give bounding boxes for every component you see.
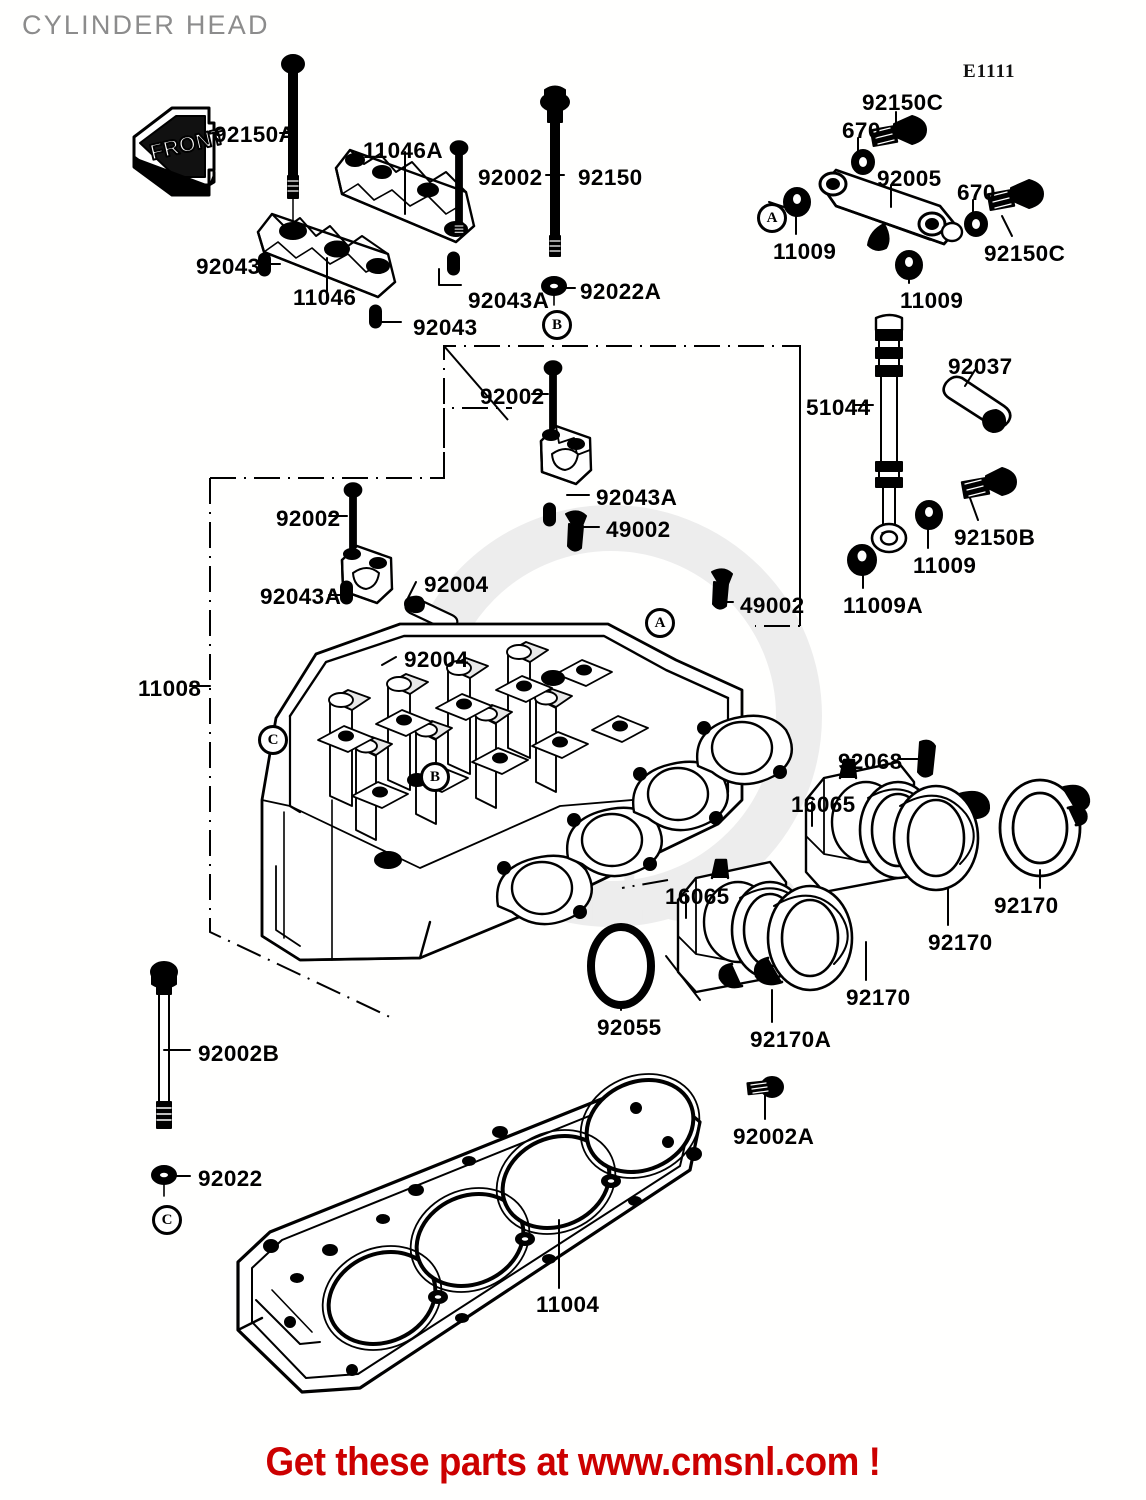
part-92037-clamp (942, 375, 1012, 433)
part-number-label: 92170 (846, 985, 911, 1010)
leader-lines (163, 111, 1041, 1289)
footer-promo-text: Get these parts at www.cmsnl.com ! (265, 1440, 881, 1484)
part-number-label: 92002B (198, 1041, 280, 1066)
part-92150C-bolt-2 (986, 179, 1044, 211)
part-51044-oil-pipe (870, 313, 908, 554)
part-number-label: 92043A (468, 288, 550, 313)
part-number-label: 92004 (404, 647, 469, 672)
part-92150C-bolt-1 (869, 115, 927, 147)
reference-marker-c-left: C (258, 725, 288, 755)
front-arrow-plate: FRONT (132, 106, 228, 197)
part-number-label: 92043 (413, 315, 478, 340)
part-number-label: 92055 (597, 1015, 662, 1040)
part-number-label: 11046 (293, 285, 357, 310)
part-number-label: 670 (957, 180, 996, 205)
part-number-label: 16065 (791, 792, 856, 817)
part-number-label: 11009 (773, 239, 837, 264)
part-92043-cam-cap-center (539, 424, 593, 486)
page-title: CYLINDER HEAD (22, 10, 270, 40)
part-92170-clamp-right (998, 778, 1091, 878)
part-number-label: 92002 (478, 165, 543, 190)
reference-marker-b-center: B (420, 762, 450, 792)
reference-marker-b-upper: B (542, 310, 572, 340)
part-92043-cam-cap-left (340, 544, 394, 605)
part-92002B-long-bolt (150, 961, 178, 1129)
part-11009-gasket-3 (915, 500, 943, 530)
part-number-label: 92022 (198, 1166, 263, 1191)
part-92068-plug (917, 739, 936, 778)
part-92170-clamp-c (753, 884, 854, 992)
part-number-label: 92150 (578, 165, 643, 190)
part-number-label: 11009A (843, 593, 923, 618)
part-number-label: 16065 (665, 884, 730, 909)
part-number-label: 92037 (948, 354, 1013, 379)
reference-marker-a-center: A (645, 608, 675, 638)
part-number-label: 92004 (424, 572, 489, 597)
part-number-label: 11009 (900, 288, 964, 313)
part-11046-holder (256, 212, 397, 299)
part-number-label: 92150A (214, 122, 296, 147)
part-11008-cylinder-head (260, 622, 794, 962)
part-11009-gasket-1 (783, 187, 811, 217)
part-number-label: 92170 (928, 930, 993, 955)
diagram-code: E1111 (963, 61, 1016, 82)
part-670-washer-2 (964, 211, 988, 237)
part-number-label: 670 (842, 118, 881, 143)
part-number-label: 92043A (596, 485, 678, 510)
part-number-label: 92068 (838, 749, 903, 774)
part-number-label: 92150C (862, 90, 944, 115)
part-number-label: 51044 (806, 395, 871, 420)
part-number-label: 92002A (733, 1124, 815, 1149)
part-92002A-bolt (746, 1076, 784, 1098)
part-number-label: 11008 (138, 676, 202, 701)
part-49002-breather-1 (565, 510, 587, 552)
part-number-label: 92002 (276, 506, 341, 531)
part-number-label: 49002 (606, 517, 671, 542)
part-number-label: 49002 (740, 593, 805, 618)
part-number-label: 92170A (750, 1027, 832, 1052)
reference-marker-c-bottom: C (152, 1205, 182, 1235)
part-number-label: 92022A (580, 279, 662, 304)
part-number-label: 92043 (196, 254, 261, 279)
part-number-label: 92002 (480, 384, 545, 409)
part-number-label: 92043A (260, 584, 342, 609)
part-number-label: 11009 (913, 553, 977, 578)
part-number-label: 11004 (536, 1292, 600, 1317)
part-92170-clamp-b (892, 784, 991, 892)
part-number-label: 92150B (954, 525, 1036, 550)
part-11004-head-gasket (236, 1073, 702, 1394)
part-92150-bolt (540, 85, 570, 257)
part-number-label: 92150C (984, 241, 1066, 266)
part-92150B-bolt (960, 467, 1017, 499)
part-number-label: 92170 (994, 893, 1059, 918)
part-number-label: 11046A (363, 138, 443, 163)
reference-marker-a-upper: A (757, 203, 787, 233)
part-92150A-stud (281, 54, 305, 226)
part-number-label: 92005 (877, 166, 942, 191)
